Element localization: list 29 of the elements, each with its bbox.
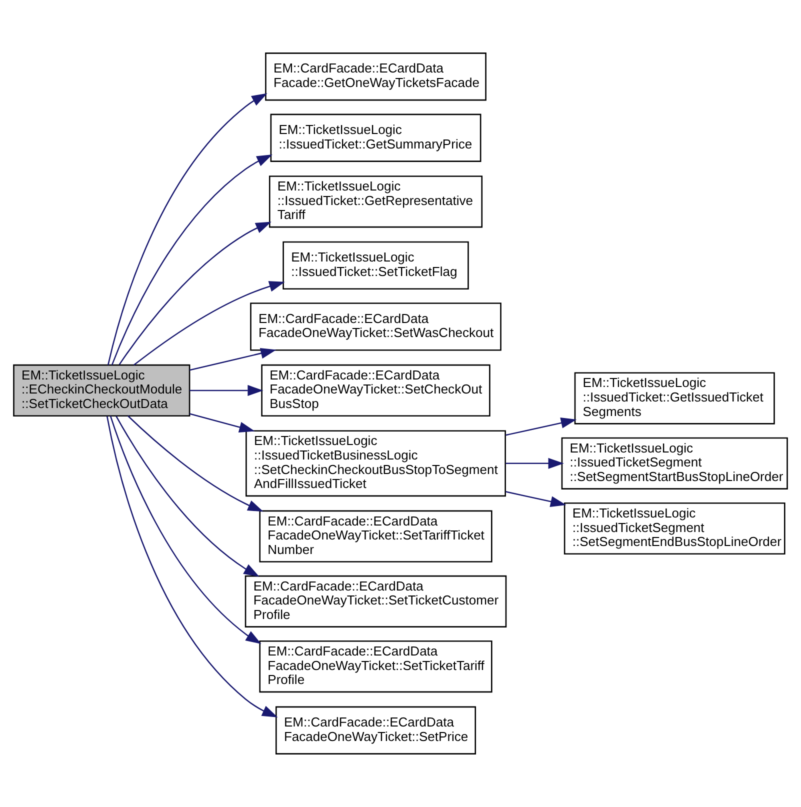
- arrow: [106, 416, 278, 718]
- node-box: EM::CardFacade::ECardData FacadeOneWayTicket::SetTicketCustomer Profile: [244, 575, 507, 628]
- node-box: EM::TicketIssueLogic ::IssuedTicket::GetSummaryPrice: [270, 114, 482, 162]
- arrow: [110, 416, 262, 644]
- node-box: EM::CardFacade::ECardData Facade::GetOneWayTicketsFacade: [265, 52, 486, 101]
- node-box: EM::TicketIssueLogic ::IssuedTicket::GetRepresentative Tariff: [268, 176, 483, 228]
- arrow: [133, 281, 285, 366]
- node-box: EM::TicketIssueLogic ::IssuedTicketBusinessLogic ::SetCheckinCheckoutBusStopToSegment AndFillIssuedTicket: [246, 430, 506, 497]
- node-box: EM::TicketIssueLogic ::IssuedTicketSegment ::SetSegmentStartBusStopLineOrder: [561, 437, 788, 490]
- node-box: EM::CardFacade::ECardData FacadeOneWayTicket::SetPrice: [276, 706, 476, 754]
- arrow: [190, 385, 264, 396]
- arrow: [127, 415, 264, 512]
- node-box: EM::CardFacade::ECardData FacadeOneWayTicket::SetWasCheckout: [250, 302, 502, 351]
- node-box: EM::TicketIssueLogic ::IssuedTicket::SetTicketFlag: [282, 241, 469, 290]
- node-box: EM::CardFacade::ECardData FacadeOneWayTicket::SetCheckOut BusStop: [261, 364, 490, 417]
- arrow: [116, 416, 260, 577]
- arrow: [107, 93, 268, 366]
- arrow: [111, 154, 272, 366]
- arrow: [506, 458, 564, 469]
- node-box: EM::TicketIssueLogic ::IssuedTicket::GetIssuedTicket Segments: [574, 372, 775, 424]
- node-box: EM::CardFacade::ECardData FacadeOneWayTicket::SetTariffTicket Number: [259, 510, 492, 562]
- arrow: [506, 418, 577, 436]
- arrow: [189, 413, 255, 433]
- node-box: EM::CardFacade::ECardData FacadeOneWayTicket::SetTicketTariff Profile: [259, 640, 492, 693]
- arrow: [506, 491, 566, 507]
- node-box: EM::TicketIssueLogic ::IssuedTicketSegment ::SetSegmentEndBusStopLineOrder: [564, 502, 786, 555]
- node-box: EM::TicketIssueLogic ::ECheckinCheckoutModule ::SetTicketCheckOutData: [13, 364, 190, 417]
- arrow: [118, 222, 272, 365]
- arrow: [189, 348, 276, 371]
